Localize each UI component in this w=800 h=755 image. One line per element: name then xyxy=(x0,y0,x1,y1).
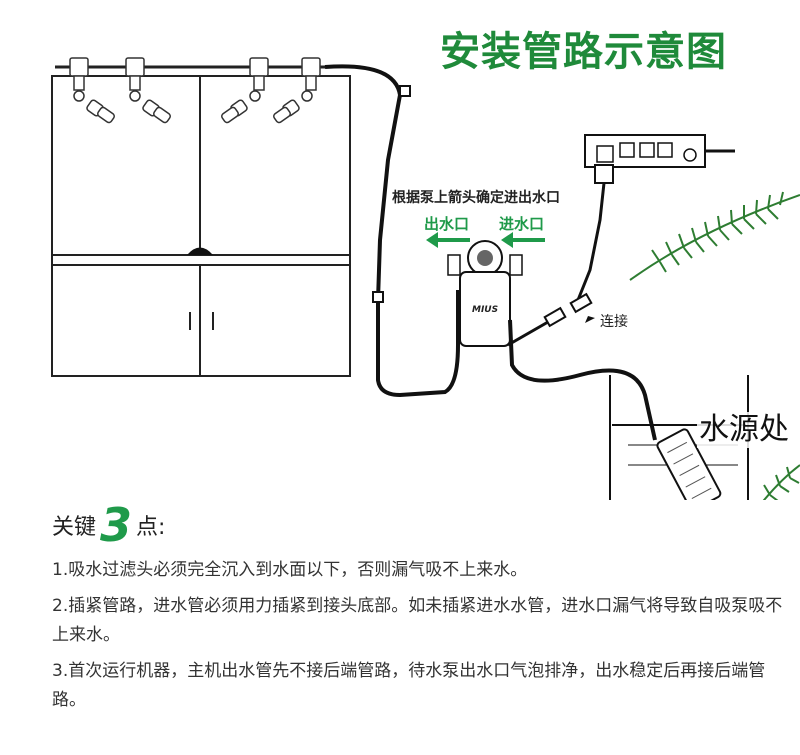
inlet-label: 进水口 xyxy=(499,215,545,233)
nozzle-1 xyxy=(69,57,115,124)
key-suffix: 点: xyxy=(136,515,166,540)
cabinet-drain-bump xyxy=(187,247,213,255)
nozzle-3 xyxy=(221,57,269,124)
note-1: 1.吸水过滤头必须完全沉入到水面以下，否则漏气吸不上来水。 xyxy=(52,560,528,580)
pump-brand: MIUS xyxy=(472,305,499,315)
installation-diagram xyxy=(51,57,800,500)
power-strip xyxy=(584,134,735,168)
outlet-hose xyxy=(324,64,460,398)
inlet-hose xyxy=(508,319,657,441)
arrow-direction-note: 根据泵上箭头确定进出水口 xyxy=(392,190,560,206)
power-cable xyxy=(576,182,606,301)
key-prefix: 关键 xyxy=(52,515,97,540)
outlet-label: 出水口 xyxy=(424,215,470,233)
filter-head xyxy=(656,428,722,500)
nozzle-4 xyxy=(273,57,321,124)
nozzle-2 xyxy=(125,57,171,124)
pine-branch-upper xyxy=(629,191,800,281)
water-source-label: 水源处 xyxy=(697,412,791,448)
hose-clip-lower xyxy=(372,291,384,303)
power-adapter xyxy=(594,164,614,184)
pump xyxy=(447,240,523,347)
pump-cable xyxy=(507,320,549,347)
note-2: 2.插紧管路，进水管必须用力插紧到接头底部。如未插紧进水水管，进水口漏气将导致自… xyxy=(52,596,783,645)
key-points-heading: 关键 3 点: xyxy=(52,500,165,550)
connect-label: 连接 xyxy=(600,314,628,330)
notes-list: 1.吸水过滤头必须完全沉入到水面以下，否则漏气吸不上来水。 2.插紧管路，进水管… xyxy=(52,556,792,722)
key-number: 3 xyxy=(100,498,133,552)
note-3: 3.首次运行机器，主机出水管先不接后端管路，待水泵出水口气泡排净，出水稳定后再接… xyxy=(52,661,766,710)
outlet-arrow-icon xyxy=(426,232,470,248)
diagram-title: 安装管路示意图 xyxy=(440,29,727,75)
inlet-arrow-icon xyxy=(501,232,545,248)
connect-arrow xyxy=(585,316,595,323)
connector-b xyxy=(569,292,593,314)
cabinet xyxy=(51,75,351,377)
pine-branch-lower xyxy=(762,464,800,500)
hose-clip-upper xyxy=(399,85,411,97)
